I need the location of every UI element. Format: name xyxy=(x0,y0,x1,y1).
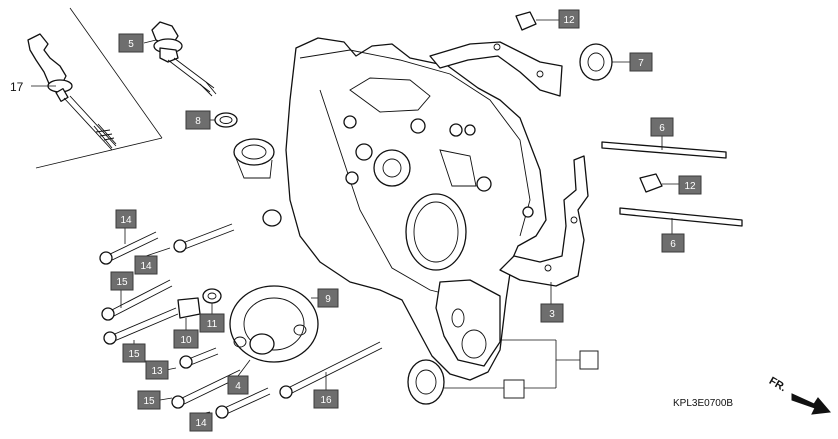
svg-text:14: 14 xyxy=(120,215,132,226)
o-ring xyxy=(210,112,238,128)
svg-text:16: 16 xyxy=(320,395,332,406)
svg-text:6: 6 xyxy=(659,123,665,134)
empty-callout-right[interactable] xyxy=(579,350,599,370)
callout-10[interactable]: 10 xyxy=(173,329,199,349)
callout-8[interactable]: 8 xyxy=(185,110,211,130)
front-direction-arrow: FR. xyxy=(767,375,831,415)
svg-text:14: 14 xyxy=(195,418,207,429)
bearing xyxy=(407,339,580,405)
svg-text:5: 5 xyxy=(128,39,134,50)
upper-gasket xyxy=(429,41,563,97)
stud-lower xyxy=(619,207,743,234)
callout-16[interactable]: 16 xyxy=(313,389,339,409)
diagram-code: KPL3E0700B xyxy=(673,398,733,409)
callout-12-right[interactable]: 12 xyxy=(678,175,702,195)
dipstick-inset xyxy=(27,7,163,169)
crankcase-cover xyxy=(285,37,547,381)
svg-text:7: 7 xyxy=(638,58,644,69)
callout-15-mid[interactable]: 15 xyxy=(122,343,146,363)
callout-14-bottom[interactable]: 14 xyxy=(189,412,213,432)
svg-text:8: 8 xyxy=(195,116,201,127)
svg-text:11: 11 xyxy=(207,319,218,330)
dowel-pin-right xyxy=(639,173,679,193)
side-gasket xyxy=(499,155,589,304)
svg-text:15: 15 xyxy=(128,349,140,360)
callout-6-upper[interactable]: 6 xyxy=(650,117,674,137)
callout-9[interactable]: 9 xyxy=(317,288,339,308)
svg-text:10: 10 xyxy=(180,335,192,346)
svg-text:12: 12 xyxy=(684,181,696,192)
arrow-icon xyxy=(791,393,831,415)
pump-cover xyxy=(229,285,319,363)
callout-3[interactable]: 3 xyxy=(540,303,564,323)
svg-text:3: 3 xyxy=(549,309,555,320)
filler-neck xyxy=(233,138,282,227)
callout-14-top[interactable]: 14 xyxy=(115,209,137,229)
svg-text:9: 9 xyxy=(325,294,331,305)
oil-filler-cap xyxy=(143,21,217,97)
callout-15-bottom[interactable]: 15 xyxy=(137,390,161,410)
plug-bolt xyxy=(177,297,201,330)
svg-text:6: 6 xyxy=(670,239,676,250)
callout-14-mid[interactable]: 14 xyxy=(134,255,158,275)
svg-text:15: 15 xyxy=(116,277,128,288)
svg-text:15: 15 xyxy=(143,396,155,407)
dowel-pin-upper xyxy=(515,11,559,31)
bolt-set xyxy=(99,223,383,419)
empty-callout-bottom[interactable] xyxy=(503,379,525,399)
svg-text:4: 4 xyxy=(235,381,241,392)
callout-12-upper[interactable]: 12 xyxy=(558,9,580,29)
svg-text:12: 12 xyxy=(563,15,575,26)
dipstick-label: 17 xyxy=(10,80,24,94)
callout-4[interactable]: 4 xyxy=(227,375,249,395)
svg-text:13: 13 xyxy=(151,366,163,377)
callout-5[interactable]: 5 xyxy=(118,33,144,53)
stud-upper xyxy=(601,136,727,159)
callout-15-top[interactable]: 15 xyxy=(110,271,134,291)
oil-seal xyxy=(579,43,630,81)
callout-11[interactable]: 11 xyxy=(199,313,225,333)
callout-7[interactable]: 7 xyxy=(629,52,653,72)
svg-text:14: 14 xyxy=(140,261,152,272)
front-label: FR. xyxy=(767,375,788,394)
washer xyxy=(202,288,222,314)
callout-13[interactable]: 13 xyxy=(145,360,169,380)
callout-6-lower[interactable]: 6 xyxy=(661,233,685,253)
